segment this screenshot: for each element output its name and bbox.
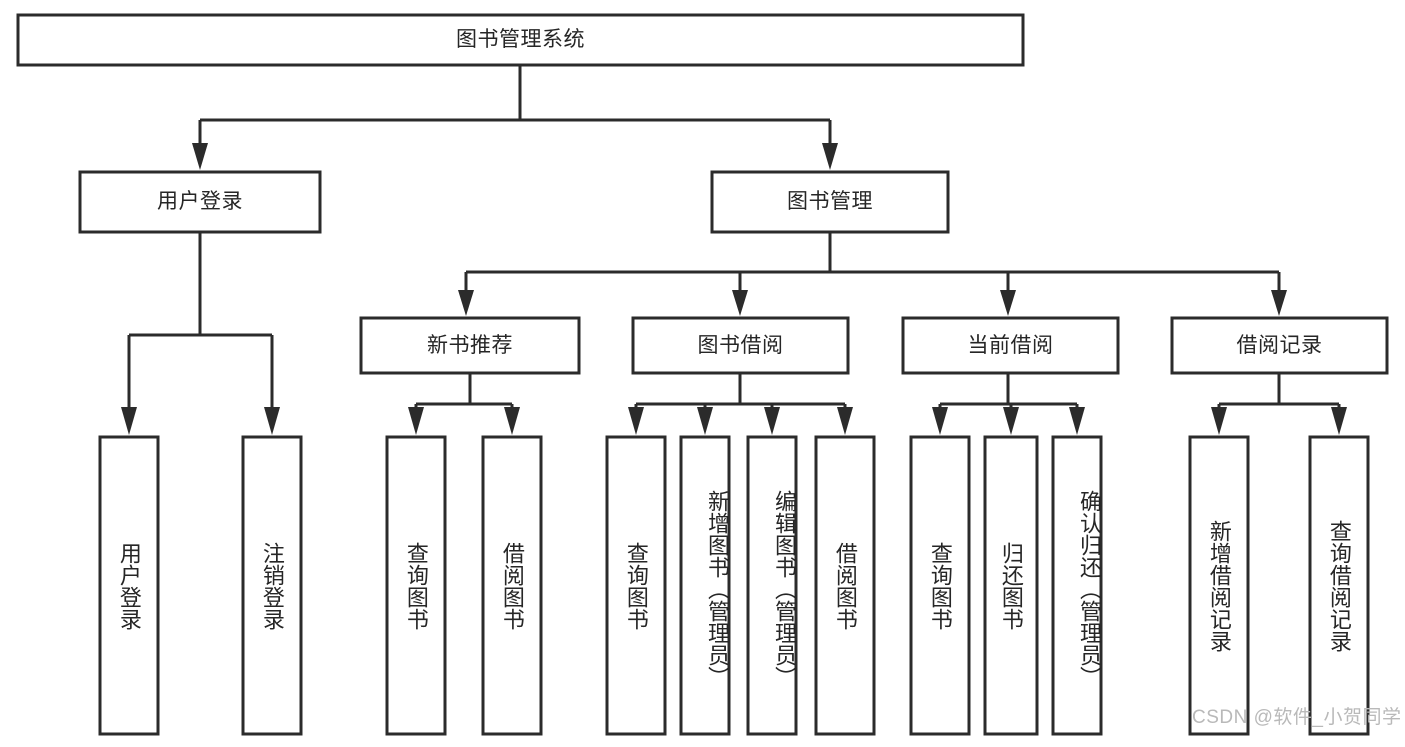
node-box-borrow-record[interactable] — [1170, 316, 1389, 375]
node-box-root[interactable] — [16, 13, 1025, 67]
node-box-leaf-query-record[interactable] — [1308, 435, 1370, 736]
node-box-book-manage[interactable] — [710, 170, 950, 234]
node-box-leaf-edit-book[interactable] — [746, 435, 798, 736]
connector-book-manage-to-level3 — [458, 232, 1287, 316]
node-box-leaf-logout[interactable] — [241, 435, 303, 736]
connector-current-borrow-to-leaves — [932, 373, 1085, 435]
connector-user-login-to-leaves — [121, 232, 280, 435]
node-box-leaf-return-book[interactable] — [983, 435, 1039, 736]
node-box-current-borrow[interactable] — [901, 316, 1120, 375]
node-box-leaf-query-book-3[interactable] — [909, 435, 971, 736]
node-box-new-book-recommend[interactable] — [359, 316, 581, 375]
node-box-leaf-confirm-return[interactable] — [1051, 435, 1103, 736]
connector-new-book-recommend-to-leaves — [408, 373, 520, 435]
node-box-leaf-user-login[interactable] — [98, 435, 160, 736]
node-box-leaf-query-book-2[interactable] — [605, 435, 667, 736]
node-box-leaf-query-book-1[interactable] — [385, 435, 447, 736]
node-box-leaf-borrow-book-2[interactable] — [814, 435, 876, 736]
node-box-leaf-borrow-book-1[interactable] — [481, 435, 543, 736]
node-box-leaf-add-book[interactable] — [679, 435, 731, 736]
node-box-book-borrow[interactable] — [631, 316, 850, 375]
connector-borrow-record-to-leaves — [1211, 373, 1347, 435]
node-box-user-login[interactable] — [78, 170, 322, 234]
node-box-leaf-add-record[interactable] — [1188, 435, 1250, 736]
connector-book-borrow-to-leaves — [628, 373, 853, 435]
connector-root-to-level2 — [192, 65, 838, 170]
